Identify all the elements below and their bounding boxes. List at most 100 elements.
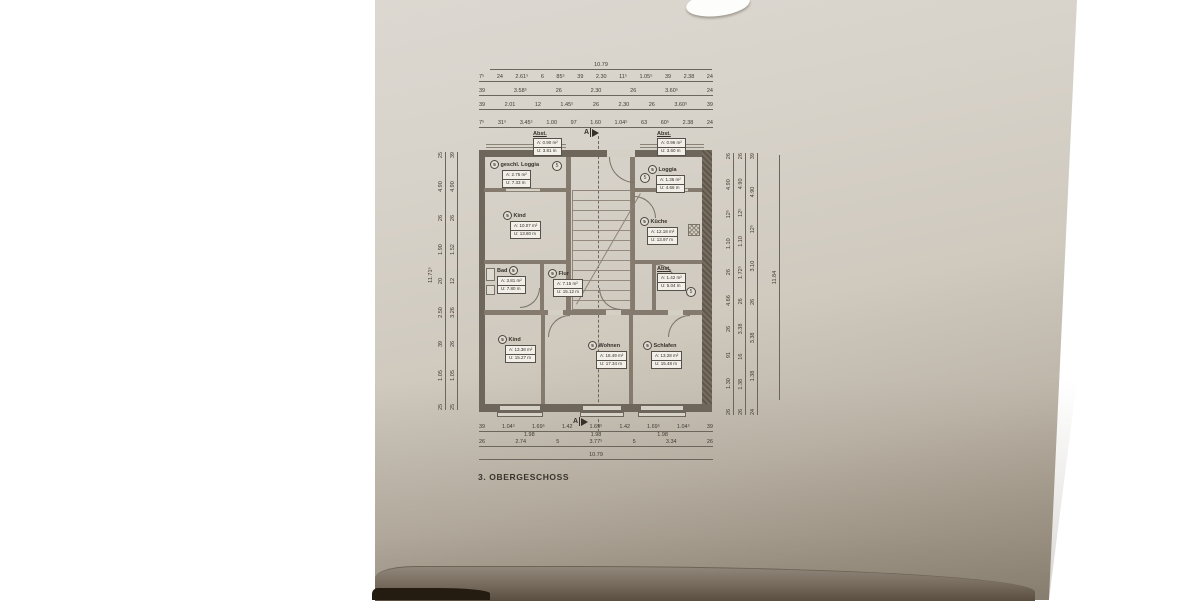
wall-stair-right [630,157,635,312]
dim-value: 26 [706,438,713,445]
dim-value: 39 [577,73,584,80]
unit-circle: 5 [648,165,657,174]
dim-value: 1.69⁵ [589,423,603,430]
dim-value: 11⁵ [619,73,628,80]
dim-value: 24 [706,73,713,80]
dim-value: 1.60 [590,119,601,126]
dim-bottom-overall: 10.79 [479,452,713,460]
dim-value: 1.10 [725,238,732,250]
dim-value: 6 [540,73,544,80]
wall-middle-bottom [484,310,702,315]
door-arc-entry [609,157,635,183]
dim-value: 91 [725,352,732,359]
wall-bad-flur [540,262,544,310]
room-perimeter: U: 17.34 m [597,359,627,369]
dim-value: 1.98 [590,431,602,438]
door-gap-entry [607,150,635,157]
dim-value: 26 [630,87,637,94]
dim-top-overall: 10.79 [490,62,712,70]
section-marker-bottom: A [573,417,589,426]
room-perimeter: U: 4.66 m [657,183,684,193]
dim-value: 5 [632,438,636,445]
dim-value: 25 [437,152,444,159]
window-gap-3 [641,405,683,411]
dim-value: 2.61⁵ [515,73,529,80]
unit-marker: 5 [552,161,562,171]
dim-value: 1.69⁵ [647,423,660,430]
dim-value: 2.30 [595,73,607,80]
dim-value: 1.42 [561,423,573,430]
door-gap-wohnen [606,310,621,315]
dim-value: 25 [437,403,444,410]
room-area: A: 0.96 m² [661,139,682,145]
dim-value: 3.10 [749,260,756,272]
wall-outer-left [479,150,485,412]
table-dark-edge [372,588,490,600]
room-name: Abst. [657,131,671,137]
dim-value: 1.05⁵ [639,73,653,80]
dim-value: 12⁵ [749,224,756,234]
bad-fixture-2 [486,285,495,295]
dim-value: 26 [449,214,456,222]
dim-value: 1.90 [437,244,444,255]
wall-kind-wohnen [541,315,545,404]
dim-value: 4.90 [437,181,444,192]
dim-value: 1.04⁵ [676,423,690,430]
dim-value: 24 [706,87,713,94]
dim-value: 63 [641,119,648,126]
paper-sheet [375,0,1077,600]
room-perimeter: U: 15.48 m [652,359,682,369]
dim-value: 26 [749,298,756,306]
dim-value: 26 [648,101,655,108]
dim-value: 39 [479,87,486,94]
dim-value: 25 [449,403,456,410]
kueche-hob-icon [688,224,700,236]
room-name: Schlafen [653,342,677,349]
room-name: Küche [650,218,668,225]
wall-flur-abst [652,262,656,310]
dim-value: 12 [534,101,541,108]
dim-value: 2.38 [682,119,694,126]
door-arc-schlafen [668,315,690,337]
room-name: Wohnen [598,342,621,349]
door-gap-kind-lower [548,310,563,315]
dim-value: 26 [725,408,732,415]
dim-value: 3.34 [665,438,677,445]
dim-value: 26 [725,325,732,333]
dim-value: 1.04⁵ [614,119,628,126]
dim-value: 39 [437,340,444,348]
room-name: Kind [508,336,521,343]
window-sill-1 [497,412,543,417]
dim-value: 26 [725,269,732,276]
window-gap-1 [500,405,540,411]
room-perimeter: U: 3.60 m [658,146,685,156]
paper-shadow [375,380,1077,600]
unit-circle: 5 [508,266,518,275]
dim-value: 7⁵ [479,119,485,126]
bad-fixture-1 [486,268,495,281]
room-name: Bad [497,267,508,274]
dim-value: 5 [556,438,560,445]
dim-value: 85⁵ [556,73,565,80]
unit-circle: 5 [490,160,499,169]
room-name: Abst. [657,266,671,272]
door-arc-kind-lower [548,315,570,337]
drawing-title: 3. OBERGESCHOSS [478,472,570,482]
dim-value: 31⁵ [497,119,507,126]
room-perimeter: U: 15.27 m [506,353,536,363]
section-bar-icon [579,417,581,426]
dim-value: 2.74 [515,438,527,445]
room-perimeter: U: 15.12 m [554,287,583,297]
section-triangle-icon [592,128,600,137]
room-name: Loggia [658,166,677,173]
